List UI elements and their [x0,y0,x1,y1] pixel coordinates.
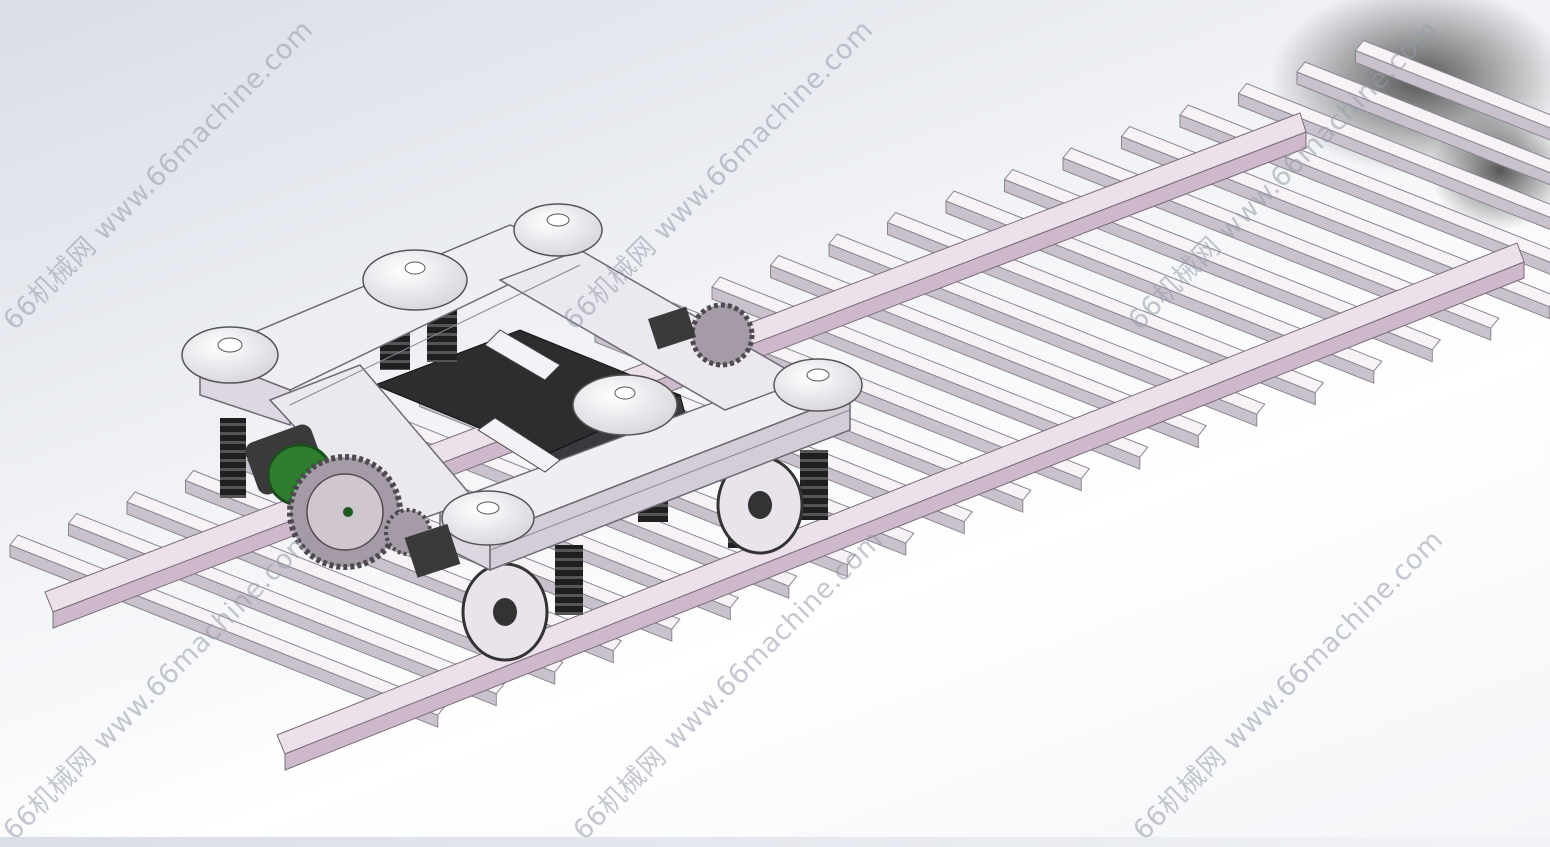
rail-robot [182,204,862,660]
